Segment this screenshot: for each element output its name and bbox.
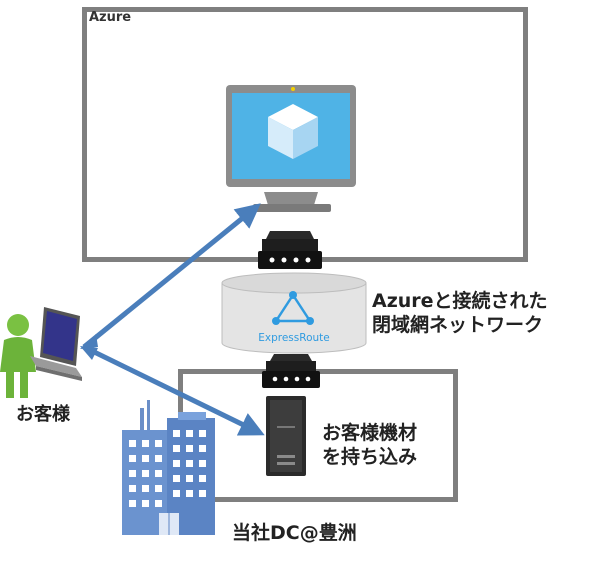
azure-label: Azure xyxy=(89,10,132,25)
server-label-line1: お客様機材 xyxy=(322,422,418,444)
server-icon xyxy=(266,396,306,476)
expressroute-cylinder xyxy=(221,272,367,354)
customer-label: お客様 xyxy=(16,404,70,425)
router-bottom-icon xyxy=(262,354,320,388)
router-top-icon xyxy=(258,231,322,269)
arrow-to-azure xyxy=(82,203,261,349)
expressroute-icon xyxy=(272,291,314,325)
datacenter-label: 当社DC@豊洲 xyxy=(232,522,357,544)
expressroute-label: ExpressRoute xyxy=(258,332,329,344)
customer-icon xyxy=(0,307,82,398)
azure-vm-icon xyxy=(226,85,356,212)
building-icon xyxy=(122,400,215,535)
closed-network-line2: 閉域網ネットワーク xyxy=(372,314,544,336)
arrow-to-server xyxy=(82,344,265,436)
closed-network-line1: Azureと接続された xyxy=(372,290,548,312)
server-label-line2: を持ち込み xyxy=(322,446,418,468)
